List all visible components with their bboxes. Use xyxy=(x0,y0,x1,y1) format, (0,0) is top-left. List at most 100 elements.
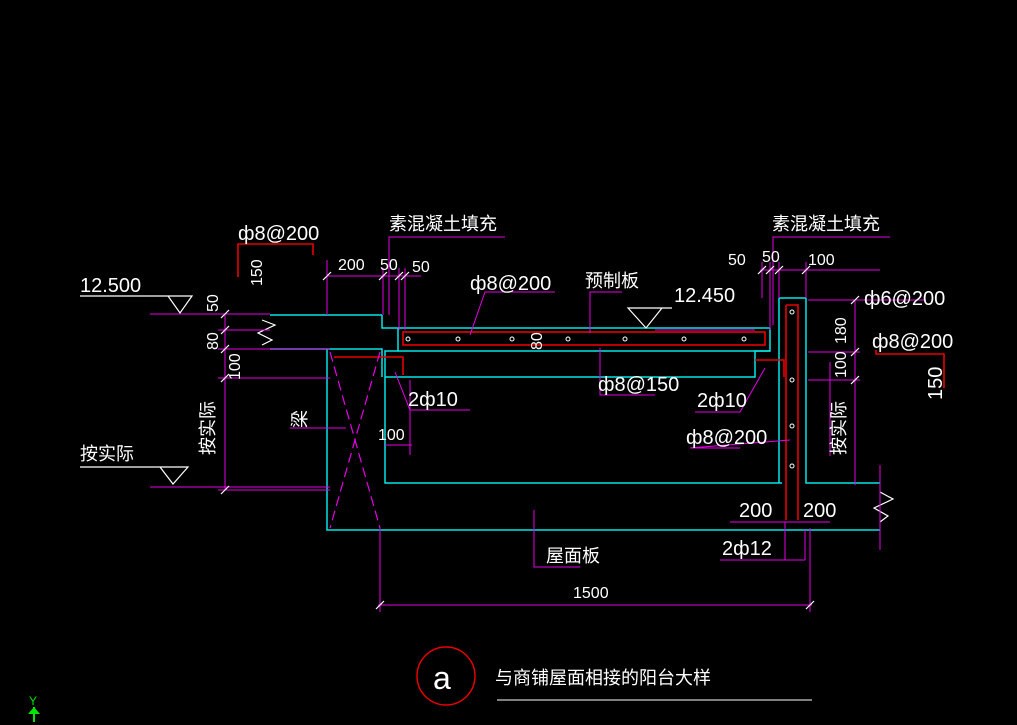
elev-marker-actual xyxy=(80,466,190,485)
dim-100-r: 100 xyxy=(808,252,835,269)
dim-150-r: 150 xyxy=(925,367,947,400)
rebar xyxy=(237,243,945,520)
slab-rebar xyxy=(402,331,766,346)
tick xyxy=(220,309,230,319)
leader-precast xyxy=(589,291,622,333)
label-beam: 梁 xyxy=(290,410,311,428)
rebar-right-marker xyxy=(875,350,945,388)
tick xyxy=(220,325,230,335)
rebar-dot xyxy=(789,377,795,383)
label-rebar-phi8-right: ф8@200 xyxy=(872,331,953,353)
tick xyxy=(850,347,860,357)
dim-180-r: 180 xyxy=(833,317,850,344)
label-rebar-phi6: ф6@200 xyxy=(864,288,945,310)
leader-2phi12 xyxy=(720,530,806,561)
label-vert-left-note: 按实际 xyxy=(198,401,219,455)
break-left xyxy=(256,319,277,346)
ticks xyxy=(220,265,860,610)
dim-50-a: 50 xyxy=(380,257,398,274)
rebar-left-hook xyxy=(334,356,404,375)
tick xyxy=(850,295,860,305)
label-2phi10-left: 2ф10 xyxy=(408,389,458,411)
elevation-markers xyxy=(80,295,672,485)
rebar-dot xyxy=(455,336,461,342)
right-beam xyxy=(385,328,771,378)
rebar-dot xyxy=(565,336,571,342)
detail-symbol-letter: a xyxy=(433,660,451,696)
tick xyxy=(805,600,815,610)
dim-200-top: 200 xyxy=(338,257,365,274)
tick xyxy=(400,271,410,281)
rebar-dot xyxy=(405,336,411,342)
beam-cross xyxy=(329,351,381,529)
leader-rebar-top-mid xyxy=(469,291,555,336)
label-elev-12500: 12.500 xyxy=(80,275,141,297)
leader-filler-left xyxy=(388,236,505,315)
dim-100-beam: 100 xyxy=(378,427,405,444)
tick xyxy=(757,265,767,275)
tick xyxy=(774,265,784,275)
rebar-dot xyxy=(789,309,795,315)
break-lines xyxy=(256,319,895,523)
label-rebar-top-mid: ф8@200 xyxy=(470,273,551,295)
rebar-dot xyxy=(789,423,795,429)
tick xyxy=(220,373,230,383)
tick xyxy=(322,271,332,281)
elev-marker-12500 xyxy=(80,295,194,315)
tick xyxy=(394,271,404,281)
rebar-right-hook xyxy=(755,359,785,377)
label-vert-right-note: 按实际 xyxy=(829,401,850,455)
leader-phi8-150 xyxy=(599,348,655,396)
rebar-dots xyxy=(405,309,795,469)
label-elev-12450: 12.450 xyxy=(674,285,735,307)
rebar-dot xyxy=(789,463,795,469)
outer-body xyxy=(326,349,880,531)
label-2phi10-right: 2ф10 xyxy=(697,390,747,412)
concrete-outline xyxy=(270,297,880,531)
label-elev-actual: 按实际 xyxy=(80,444,134,465)
leader-phi8-200-right xyxy=(689,439,791,449)
ucs-icon: Y xyxy=(28,694,40,722)
rebar-topleft-marker xyxy=(237,243,314,277)
label-phi8-200-right: ф8@200 xyxy=(686,427,767,449)
label-2phi12: 2ф12 xyxy=(722,538,772,560)
rebar-dot xyxy=(509,336,515,342)
tick xyxy=(850,375,860,385)
dim-1500: 1500 xyxy=(573,585,609,602)
label-phi8-150: ф8@150 xyxy=(598,374,679,396)
elev-marker-12450 xyxy=(626,307,672,329)
dim-50-r1: 50 xyxy=(728,252,746,269)
label-filler-left: 素混凝土填充 xyxy=(389,214,497,235)
beam-cross-line xyxy=(329,351,381,529)
rebar-dot xyxy=(741,336,747,342)
tick xyxy=(220,344,230,354)
dim-50-r2: 50 xyxy=(762,249,780,266)
tick xyxy=(375,600,385,610)
dim-80-left: 80 xyxy=(205,332,222,350)
label-roof-slab: 屋面板 xyxy=(546,546,600,567)
dim-50-b: 50 xyxy=(412,259,430,276)
tick xyxy=(378,271,388,281)
leader-roof-slab xyxy=(533,510,580,568)
dim-150-left: 150 xyxy=(249,259,266,286)
left-beam-inner xyxy=(327,348,383,377)
detail-title: 与商铺屋面相接的阳台大样 xyxy=(495,668,711,689)
ucs-axis-label: Y xyxy=(29,694,37,708)
label-rebar-top-left: ф8@200 xyxy=(238,223,319,245)
dim-200-r1: 200 xyxy=(739,500,772,522)
dim-100-r-v: 100 xyxy=(833,351,850,378)
tick xyxy=(220,485,230,495)
dim-200-r2: 200 xyxy=(803,500,836,522)
label-filler-right: 素混凝土填充 xyxy=(772,214,880,235)
dim-50-left: 50 xyxy=(205,294,222,312)
dim-80-slab: 80 xyxy=(529,332,546,350)
tick xyxy=(765,265,775,275)
dim-100-left: 100 xyxy=(227,353,244,380)
tick xyxy=(801,265,811,275)
leader-2phi10-right xyxy=(695,367,766,413)
rebar-right-vertical xyxy=(786,304,799,520)
rebar-dot xyxy=(622,336,628,342)
break-right xyxy=(872,491,895,523)
leader-filler-right xyxy=(772,236,890,325)
label-precast-slab: 预制板 xyxy=(585,271,639,292)
